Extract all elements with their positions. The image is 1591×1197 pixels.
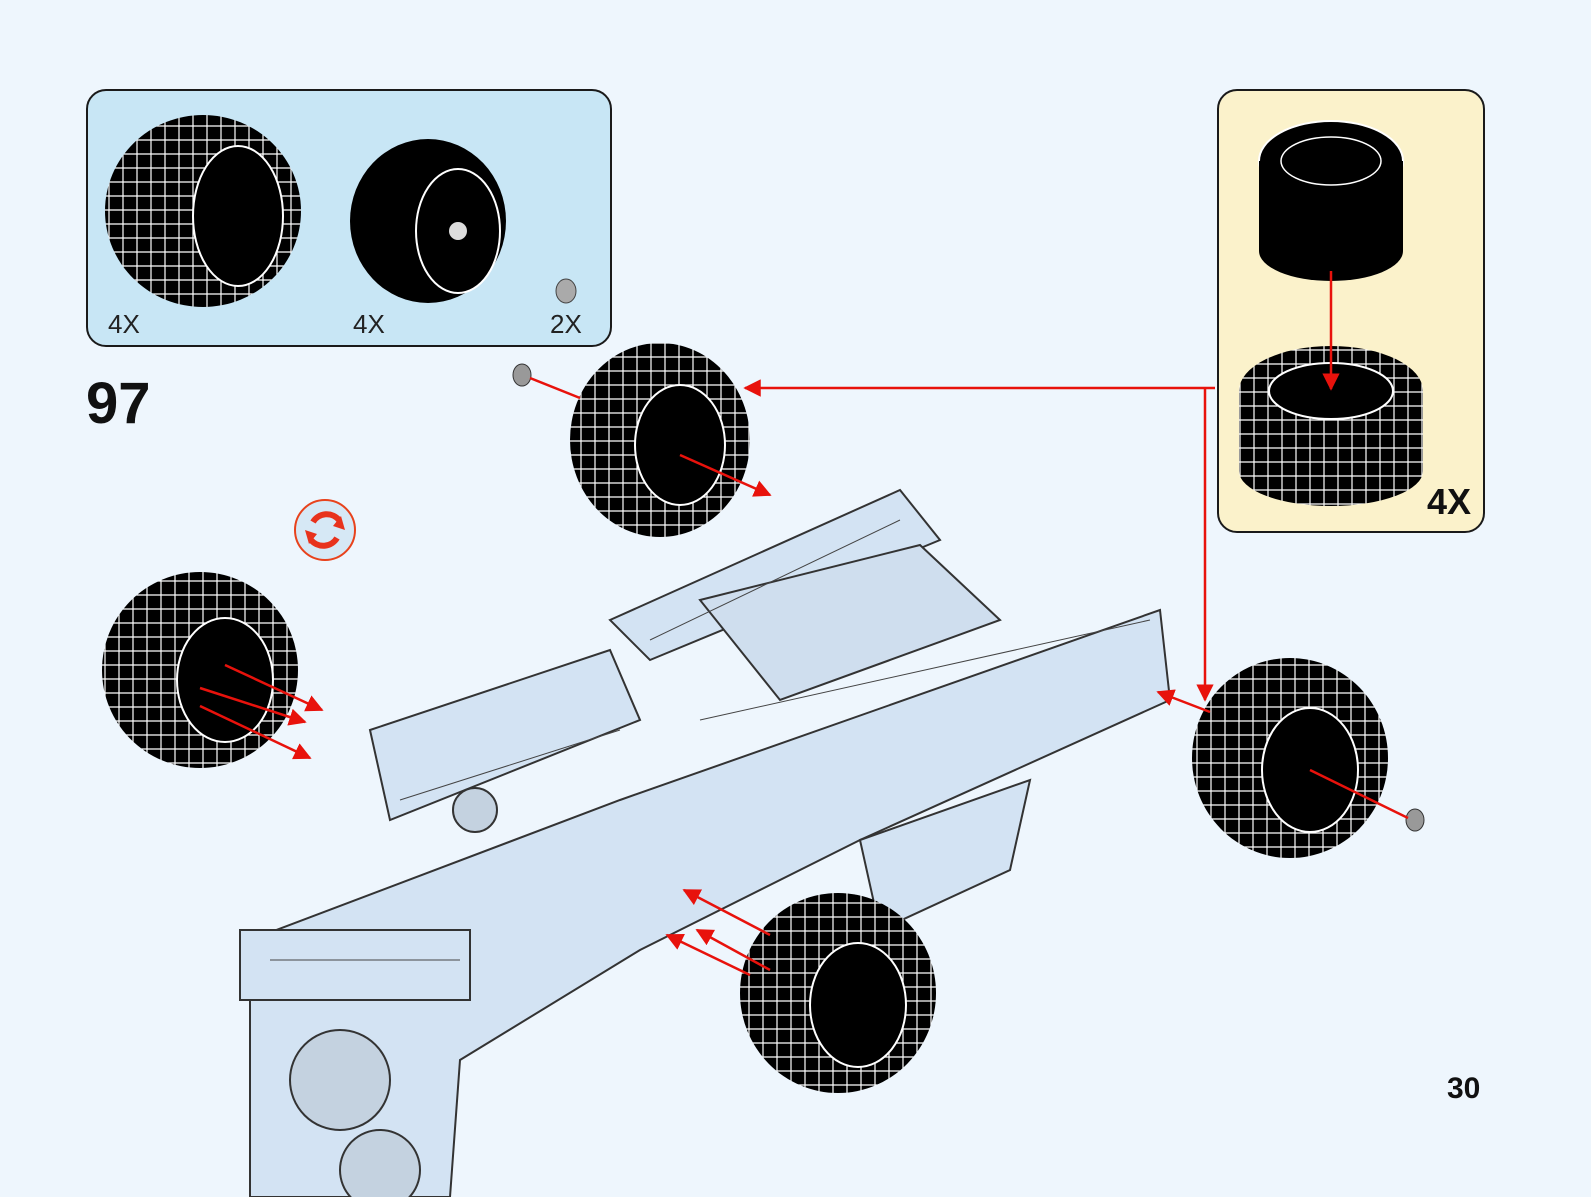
subassembly-illustration [1239, 120, 1423, 506]
chassis-model [239, 488, 1172, 1197]
parts-list-box: 4X 4X 2X [86, 89, 612, 347]
wheel-right [1192, 658, 1388, 858]
assembly-arrows [199, 376, 1409, 977]
wheel-top [570, 343, 750, 537]
part-quantity: 4X [353, 309, 385, 339]
chassis-holes [270, 519, 1151, 961]
subassembly-box: 4X [1217, 89, 1485, 533]
parts-illustrations [105, 115, 577, 307]
bush-right [1405, 808, 1425, 832]
part-quantity: 4X [108, 309, 140, 339]
rotate-model-icon [294, 499, 356, 561]
rim-icon [1258, 120, 1404, 281]
part-quantity: 2X [550, 309, 582, 339]
wheel-left [102, 572, 298, 768]
bush-top [512, 363, 532, 387]
bush-icon [555, 278, 577, 304]
wheel-bottom [740, 893, 936, 1093]
rim-icon [350, 139, 506, 303]
tire-icon [105, 115, 301, 307]
tire-icon [1239, 346, 1423, 506]
step-number: 97 [86, 371, 151, 436]
subassembly-quantity: 4X [1426, 481, 1471, 522]
page-number: 30 [1447, 1072, 1481, 1105]
